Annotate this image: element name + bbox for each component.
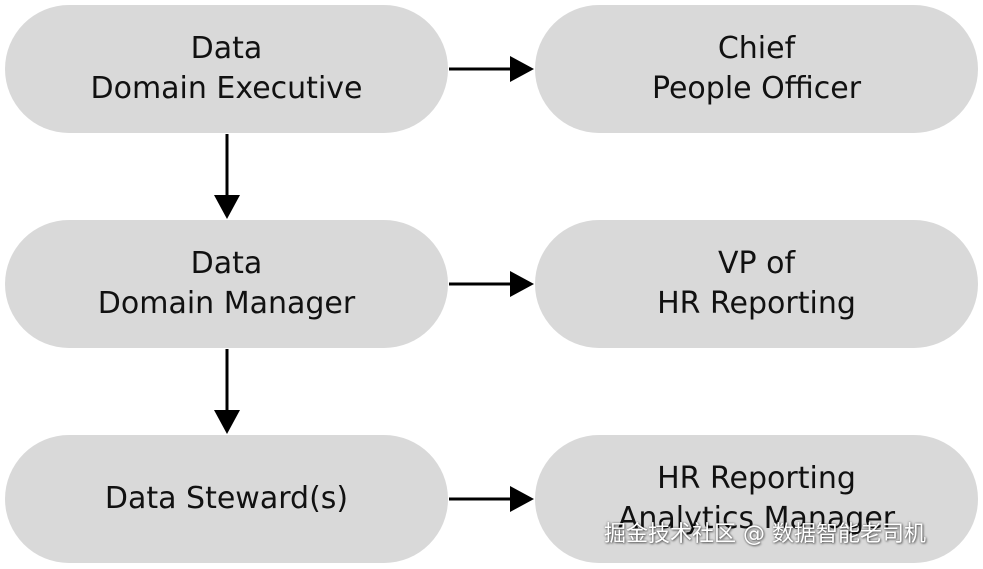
arrow-steward-to-analytics-manager	[449, 486, 534, 512]
node-label-line: Domain Executive	[90, 71, 363, 106]
node-vp-of-hr-reporting: VP of HR Reporting	[535, 220, 978, 348]
node-label-line: Data Steward(s)	[104, 481, 349, 516]
node-label-line: Analytics Manager	[617, 501, 896, 536]
node-label-line: HR Reporting	[657, 286, 856, 321]
node-label-line: Chief	[717, 31, 796, 66]
node-data-stewards: Data Steward(s)	[5, 435, 448, 563]
node-label-line: Data	[190, 31, 263, 66]
node-data-domain-executive: Data Domain Executive	[5, 5, 448, 133]
arrow-executive-to-manager	[214, 134, 240, 219]
arrow-manager-to-steward	[214, 349, 240, 434]
node-label-line: People Officer	[651, 71, 862, 106]
node-label-line: Data	[190, 246, 263, 281]
node-hr-reporting-analytics-manager: HR Reporting Analytics Manager	[535, 435, 978, 563]
node-label-line: VP of	[717, 246, 796, 281]
node-label-line: Domain Manager	[97, 286, 356, 321]
node-label-line: HR Reporting	[657, 461, 856, 496]
arrow-executive-to-chief-people-officer	[449, 56, 534, 82]
watermark-text: 掘金技术社区 @ 数据智能老司机	[604, 522, 926, 547]
node-data-domain-manager: Data Domain Manager	[5, 220, 448, 348]
node-chief-people-officer: Chief People Officer	[535, 5, 978, 133]
arrow-manager-to-vp-hr-reporting	[449, 271, 534, 297]
